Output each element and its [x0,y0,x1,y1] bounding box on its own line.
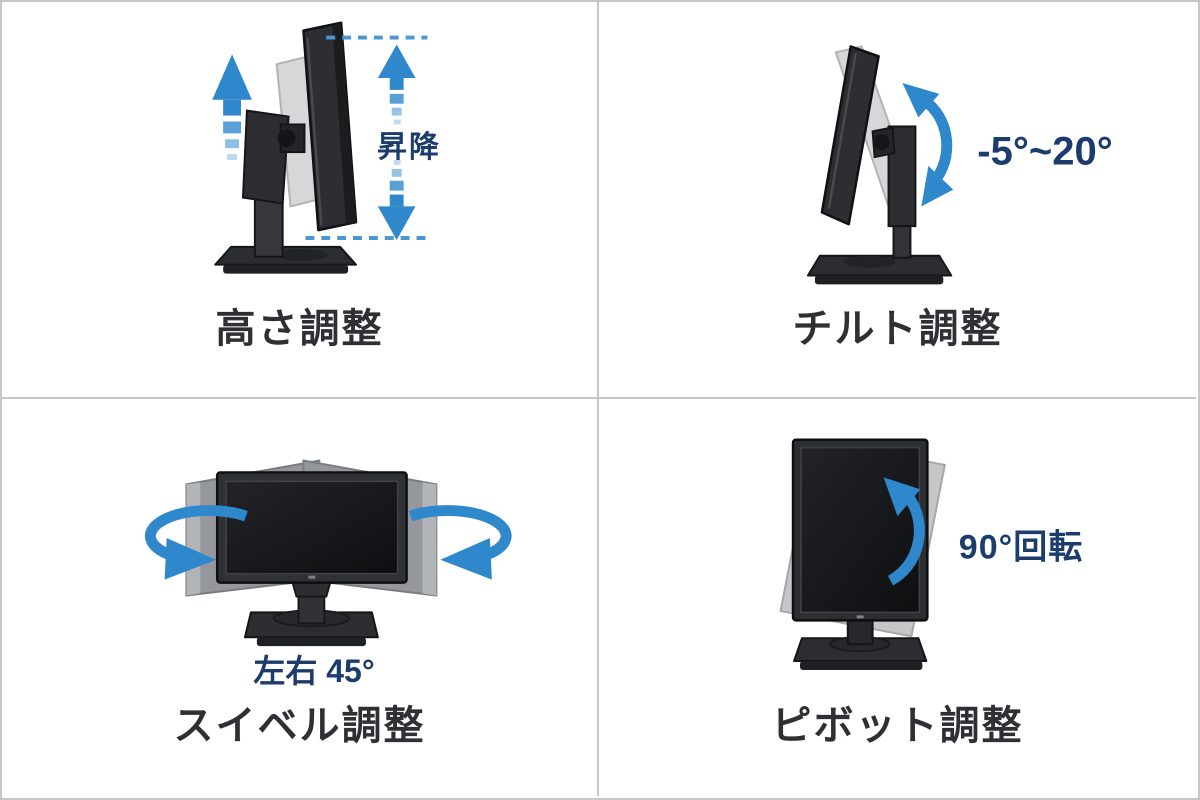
monitor-side-tilt-illustration [806,45,954,285]
monitor-portrait-pivot-illustration [779,438,946,670]
panel-caption-height: 高さ調整 [215,307,384,351]
up-arrow-icon [212,54,252,160]
tilt-arc-arrow-icon [902,82,954,207]
monitor-side-icon [214,21,358,274]
monitor-front-icon [215,471,408,647]
tilt-range-label: -5°~20° [977,129,1113,174]
panel-tilt-adjustment: -5°~20° チルト調整 [599,2,1196,399]
panel-caption-pivot: ピボット調整 [771,704,1024,748]
panel-height-adjustment: 昇降 高さ調整 [2,2,599,399]
panel-pivot-adjustment: 90°回転 ピボット調整 [599,399,1196,796]
monitor-side-icon [806,45,953,285]
panel-swivel-adjustment: 左右 45° スイベル調整 [2,399,599,796]
panel-caption-swivel: スイベル調整 [173,704,426,748]
height-range-label: 昇降 [377,131,441,164]
range-down-arrow-icon [377,160,416,240]
panel-caption-tilt: チルト調整 [792,307,1003,351]
swivel-right-arrow-icon [408,505,512,580]
monitor-front-swivel-illustration [144,459,512,647]
range-up-arrow-icon [377,44,416,125]
swivel-range-label: 左右 45° [253,653,375,689]
monitor-side-height-illustration [212,21,431,274]
swivel-left-arrow-icon [144,505,248,580]
pivot-arc-arrow-icon [883,477,925,586]
pivot-range-label: 90°回転 [958,528,1084,567]
